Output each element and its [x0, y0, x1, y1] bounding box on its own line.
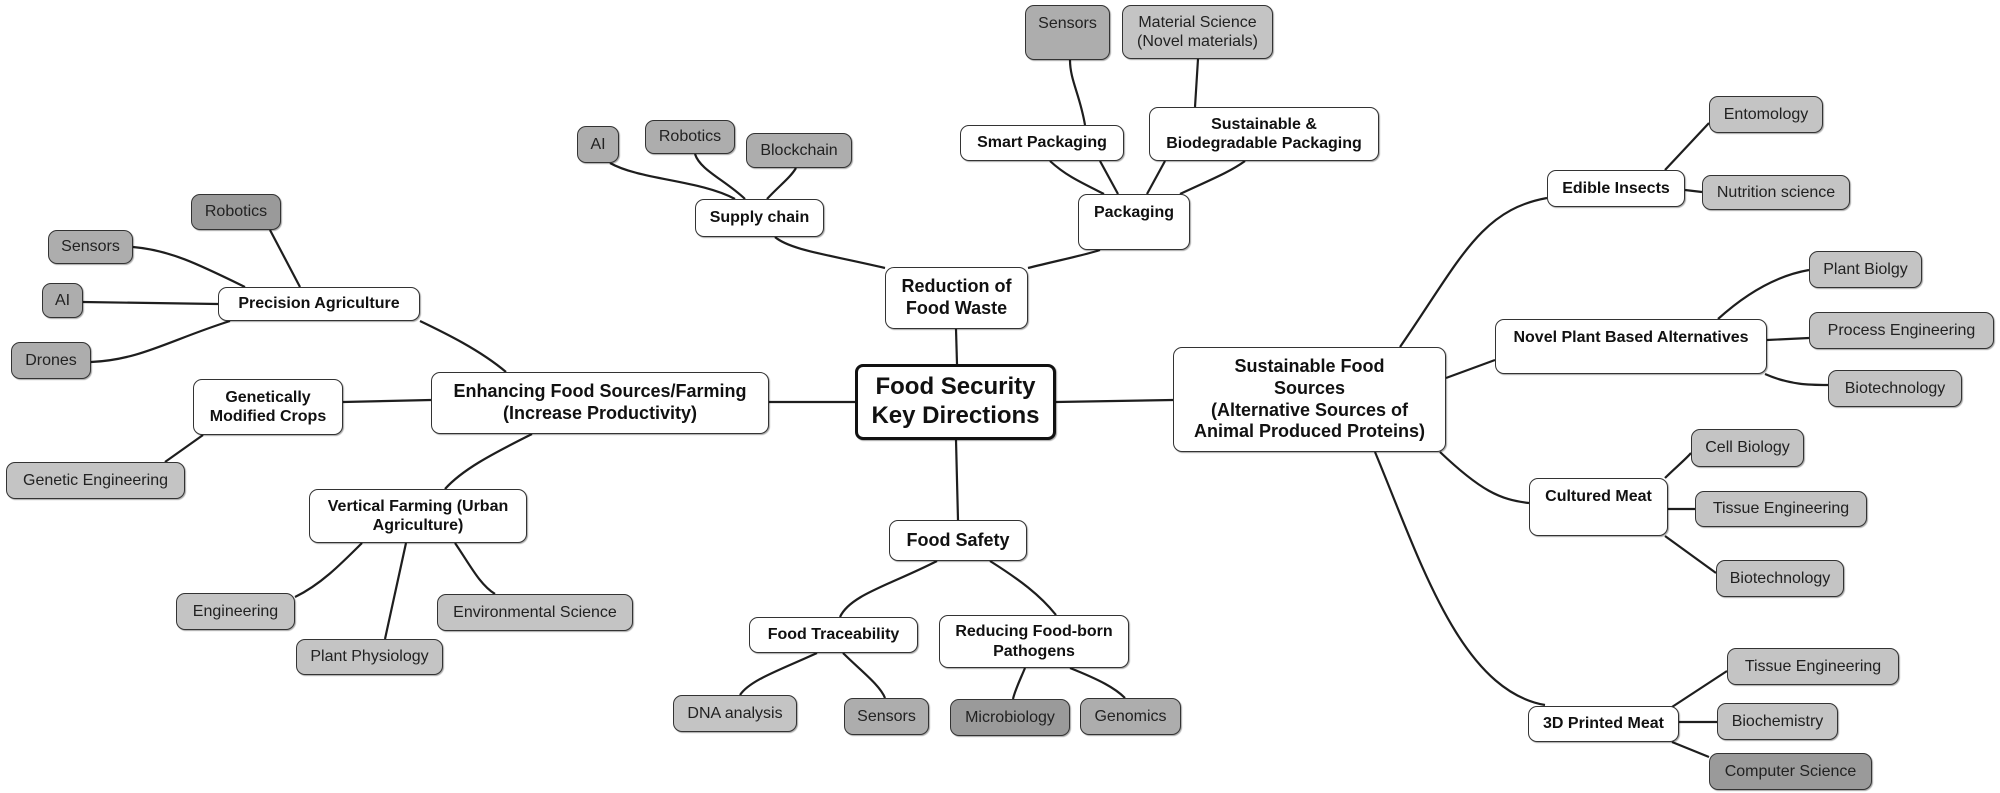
link-enhancing-vertical — [444, 433, 533, 490]
link-enhancing-precision — [419, 320, 507, 373]
link-vf-envsci — [454, 542, 496, 595]
leaf-material-science[interactable]: Material Science (Novel materials) — [1122, 5, 1273, 59]
leaf-plant-biology[interactable]: Plant Biolgy — [1809, 251, 1922, 288]
link-sfs-insects — [1399, 196, 1548, 348]
leaf-cell-biology[interactable]: Cell Biology — [1691, 429, 1804, 467]
node-precision-agriculture[interactable]: Precision Agriculture — [218, 287, 420, 321]
link-supply-robotics — [693, 153, 746, 200]
node-reducing-pathogens[interactable]: Reducing Food-born Pathogens — [939, 615, 1129, 668]
link-pa-robotics — [269, 229, 301, 288]
link-safety-pathogens — [989, 560, 1057, 616]
node-sustainable-food-sources[interactable]: Sustainable Food Sources (Alternative So… — [1173, 347, 1446, 452]
node-gm-crops[interactable]: Genetically Modified Crops — [193, 379, 343, 435]
link-safety-trace — [838, 560, 938, 618]
leaf-robotics-supply[interactable]: Robotics — [645, 120, 735, 154]
link-cultured-cell — [1664, 452, 1692, 479]
link-pa-ai — [82, 300, 219, 306]
leaf-biochemistry[interactable]: Biochemistry — [1717, 703, 1838, 740]
link-printed-cs — [1671, 740, 1710, 759]
leaf-entomology[interactable]: Entomology — [1709, 96, 1823, 133]
link-supply-ai — [609, 162, 736, 200]
leaf-biotechnology-cultured[interactable]: Biotechnology — [1716, 560, 1844, 597]
node-vertical-farming[interactable]: Vertical Farming (Urban Agriculture) — [309, 489, 527, 543]
leaf-biotechnology-plant[interactable]: Biotechnology — [1828, 370, 1962, 407]
leaf-blockchain[interactable]: Blockchain — [746, 133, 852, 168]
node-reduction-food-waste[interactable]: Reduction of Food Waste — [885, 267, 1028, 329]
leaf-engineering[interactable]: Engineering — [176, 593, 295, 630]
leaf-dna-analysis[interactable]: DNA analysis — [673, 695, 797, 732]
node-food-traceability[interactable]: Food Traceability — [749, 617, 918, 653]
leaf-plant-physiology[interactable]: Plant Physiology — [296, 639, 443, 675]
link-plant-process — [1766, 336, 1810, 342]
leaf-genetic-engineering[interactable]: Genetic Engineering — [6, 462, 185, 499]
link-root-safety — [954, 439, 960, 521]
link-waste-supply — [774, 236, 886, 270]
leaf-ai[interactable]: AI — [42, 283, 83, 318]
node-supply-chain[interactable]: Supply chain — [695, 199, 824, 237]
link-insects-nutri — [1684, 188, 1703, 194]
leaf-genomics[interactable]: Genomics — [1080, 698, 1181, 735]
link-pkg-smart2 — [1099, 160, 1119, 195]
root-node[interactable]: Food Security Key Directions — [855, 364, 1056, 440]
leaf-sensors[interactable]: Sensors — [48, 230, 133, 264]
leaf-robotics[interactable]: Robotics — [191, 194, 281, 230]
link-sfs-printed — [1373, 451, 1546, 707]
node-smart-packaging[interactable]: Smart Packaging — [960, 125, 1124, 161]
node-3d-printed-meat[interactable]: 3D Printed Meat — [1528, 706, 1679, 742]
leaf-tissue-engineering-cultured[interactable]: Tissue Engineering — [1695, 491, 1867, 527]
leaf-process-engineering[interactable]: Process Engineering — [1809, 312, 1994, 349]
link-root-waste — [954, 328, 959, 365]
leaf-microbiology[interactable]: Microbiology — [950, 699, 1070, 736]
link-path-micro — [1011, 667, 1027, 700]
leaf-ai-supply[interactable]: AI — [577, 126, 619, 163]
node-packaging[interactable]: Packaging — [1078, 194, 1190, 250]
link-gmc-genetic — [164, 434, 204, 463]
link-cultured-biotech — [1664, 535, 1717, 574]
link-smart-sensors — [1068, 59, 1087, 126]
link-sus-material — [1193, 58, 1200, 108]
link-sfs-plant — [1445, 358, 1496, 380]
link-pa-sensors — [132, 245, 246, 288]
link-pa-drones — [90, 319, 231, 364]
node-enhancing-food-sources[interactable]: Enhancing Food Sources/Farming (Increase… — [431, 372, 769, 434]
link-plant-biotech — [1764, 372, 1829, 387]
leaf-sensors-safety[interactable]: Sensors — [844, 698, 929, 735]
link-vf-plantphys — [383, 542, 408, 640]
node-sustainable-packaging[interactable]: Sustainable & Biodegradable Packaging — [1149, 107, 1379, 161]
node-food-safety[interactable]: Food Safety — [889, 520, 1027, 561]
link-root-sustainable — [1055, 398, 1174, 404]
link-printed-tissue — [1671, 670, 1728, 708]
link-plant-biolgy — [1717, 268, 1810, 320]
leaf-environmental-science[interactable]: Environmental Science — [437, 594, 633, 631]
link-insects-ento — [1664, 122, 1710, 171]
link-supply-blockchain — [766, 167, 797, 200]
link-enhancing-gmc — [342, 398, 432, 404]
leaf-tissue-engineering-printed[interactable]: Tissue Engineering — [1727, 648, 1899, 685]
link-pkg-sus1 — [1146, 160, 1166, 195]
link-pkg-sus2 — [1179, 160, 1246, 195]
leaf-computer-science[interactable]: Computer Science — [1709, 753, 1872, 790]
node-cultured-meat[interactable]: Cultured Meat — [1529, 478, 1668, 536]
node-novel-plant-based[interactable]: Novel Plant Based Alternatives — [1495, 319, 1767, 374]
leaf-sensors-packaging[interactable]: Sensors — [1025, 5, 1110, 60]
leaf-drones[interactable]: Drones — [11, 342, 91, 379]
node-edible-insects[interactable]: Edible Insects — [1547, 170, 1685, 207]
leaf-nutrition-science[interactable]: Nutrition science — [1702, 175, 1850, 210]
link-path-genomics — [1069, 666, 1126, 699]
link-pkg-smart1 — [1049, 160, 1105, 195]
link-vf-engineering — [294, 542, 363, 598]
link-waste-packaging — [1027, 248, 1101, 270]
link-trace-sensors — [842, 652, 887, 699]
link-trace-dna — [739, 652, 818, 696]
link-sfs-cultured — [1439, 451, 1530, 505]
